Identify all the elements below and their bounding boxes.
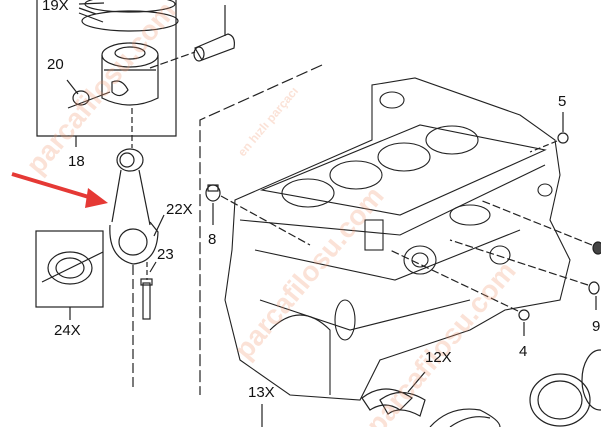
callout-23[interactable]: 23 [157,246,174,263]
connecting-rod [109,148,165,265]
crankshaft-pulley-seal [429,349,601,427]
piston-assembly-box [36,0,177,147]
red-pointer-arrow [11,172,108,208]
piston-rings [78,0,179,32]
piston-pin [149,5,235,69]
callout-24x[interactable]: 24X [54,322,81,339]
plug-4 [389,249,530,336]
callout-18[interactable]: 18 [68,153,85,170]
plug-8 [205,184,311,246]
plug-9 [449,199,601,310]
main-bearing [361,371,426,417]
callout-9[interactable]: 9 [592,318,601,335]
rod-bolt [132,261,157,390]
callout-19x[interactable]: 19X [42,0,69,14]
callout-4[interactable]: 4 [519,343,528,360]
callout-13x[interactable]: 13X [248,384,275,401]
cylinder-block [224,77,571,401]
plug-5 [529,112,569,153]
callout-8[interactable]: 8 [208,231,217,248]
snap-ring [66,79,111,109]
callout-20[interactable]: 20 [47,56,64,73]
callout-5[interactable]: 5 [558,93,567,110]
piston [101,42,159,106]
callout-12x[interactable]: 12X [425,349,452,366]
rod-bearing-box [35,230,104,320]
callout-22x[interactable]: 22X [166,201,193,218]
